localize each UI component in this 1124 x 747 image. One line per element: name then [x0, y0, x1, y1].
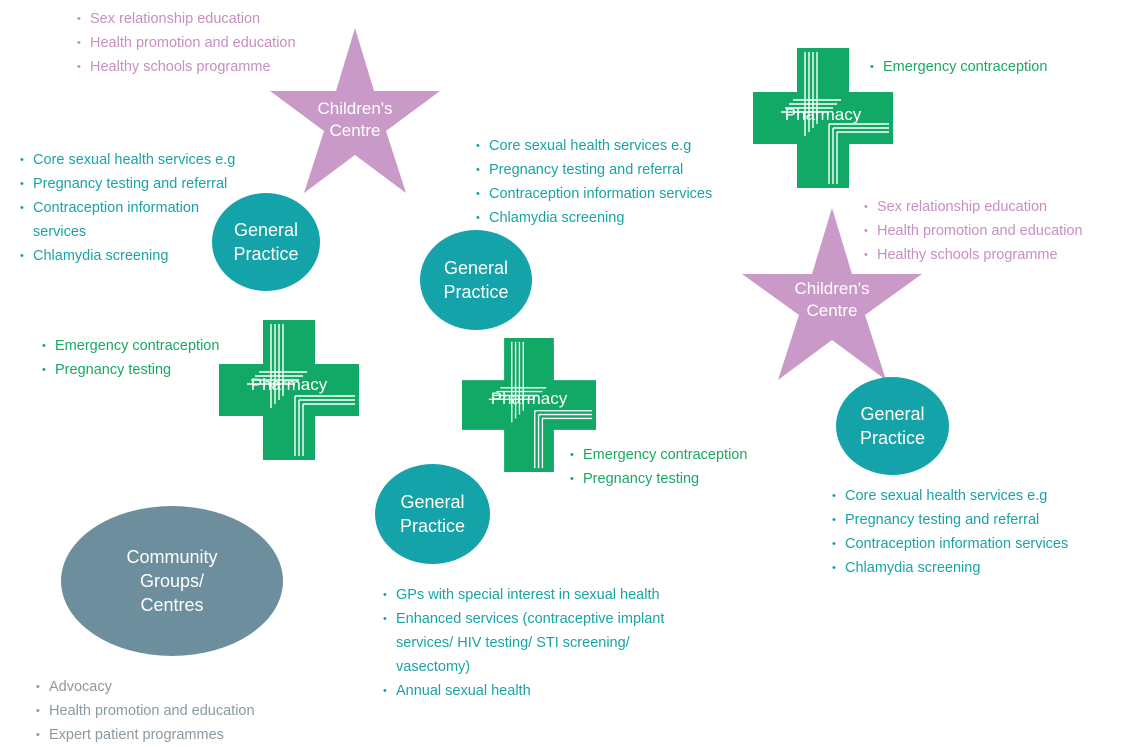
service-item: Pregnancy testing — [570, 467, 747, 491]
gp-3-oval: General Practice — [836, 377, 949, 475]
service-item: Sex relationship education — [864, 195, 1083, 219]
gp-2-services: Core sexual health services e.g Pregnanc… — [476, 134, 712, 230]
star-shape — [270, 28, 440, 193]
childrens-centre-2-services: Sex relationship education Health promot… — [864, 195, 1083, 267]
service-item: Advocacy — [36, 675, 255, 699]
childrens-centre-1-star: Children's Centre — [270, 28, 440, 193]
gp-1-label: General Practice — [233, 220, 299, 264]
service-item: Pregnancy testing — [42, 358, 219, 382]
service-item: GPs with special interest in sexual heal… — [383, 583, 664, 607]
service-item: Emergency contraception — [870, 55, 1047, 79]
gp-2-label: General Practice — [443, 258, 509, 302]
service-item: Health promotion and education — [864, 219, 1083, 243]
service-item: Annual sexual health — [383, 679, 664, 703]
service-item-continuation: vasectomy) — [396, 659, 471, 675]
pharmacy-2-label: Pharmacy — [250, 375, 328, 394]
service-item-continuation: services/ HIV testing/ STI screening/ — [396, 635, 630, 651]
service-item: Pregnancy testing and referral — [20, 172, 235, 196]
pharmacy-1-label: Pharmacy — [784, 105, 862, 124]
community-groups-oval: Community Groups/ Centres — [61, 506, 283, 656]
service-item: Health promotion and education — [77, 31, 296, 55]
childrens-centre-1-services: Sex relationship education Health promot… — [77, 7, 296, 79]
gp-1-oval: General Practice — [212, 193, 320, 291]
pharmacy-cross-icon — [753, 48, 893, 188]
pharmacy-2-cross: Pharmacy — [219, 320, 359, 460]
service-item: Pregnancy testing and referral — [476, 158, 712, 182]
service-item: Core sexual health services e.g — [20, 148, 235, 172]
service-item: Chlamydia screening — [20, 244, 235, 268]
gp-4-oval: General Practice — [375, 464, 490, 564]
pharmacy-3-label: Pharmacy — [490, 389, 568, 408]
service-item: Contraception information — [20, 196, 235, 220]
gp-2-oval: General Practice — [420, 230, 532, 330]
service-item: Chlamydia screening — [832, 556, 1068, 580]
gp-3-services: Core sexual health services e.g Pregnanc… — [832, 484, 1068, 580]
service-item: Pregnancy testing and referral — [832, 508, 1068, 532]
service-item: Enhanced services (contraceptive implant — [383, 607, 664, 631]
pharmacy-1-cross: Pharmacy — [753, 48, 893, 188]
gp-4-label: General Practice — [399, 492, 466, 536]
pharmacy-cross-icon — [219, 320, 359, 460]
childrens-centre-1-label: Children's Centre — [317, 99, 393, 140]
pharmacy-1-services: Emergency contraception — [870, 55, 1047, 79]
service-item: Chlamydia screening — [476, 206, 712, 230]
service-item: Core sexual health services e.g — [832, 484, 1068, 508]
service-item: Expert patient programmes — [36, 723, 255, 747]
childrens-centre-2-label: Children's Centre — [794, 279, 870, 320]
community-services: Advocacy Health promotion and education … — [36, 675, 255, 747]
service-item: Sex relationship education — [77, 7, 296, 31]
gp-3-label: General Practice — [859, 404, 926, 448]
star-shape — [742, 208, 922, 380]
pharmacy-3-cross: Pharmacy — [462, 338, 596, 472]
service-item: Emergency contraception — [42, 334, 219, 358]
pharmacy-2-services: Emergency contraception Pregnancy testin… — [42, 334, 219, 382]
service-item: Core sexual health services e.g — [476, 134, 712, 158]
service-item-continuation: services — [33, 224, 87, 240]
service-item: Emergency contraception — [570, 443, 747, 467]
pharmacy-3-services: Emergency contraception Pregnancy testin… — [570, 443, 747, 491]
childrens-centre-2-star: Children's Centre — [742, 208, 922, 380]
gp-4-services: GPs with special interest in sexual heal… — [383, 583, 664, 703]
community-groups-label: Community Groups/ Centres — [126, 547, 218, 615]
service-item: Healthy schools programme — [864, 243, 1083, 267]
service-item: Healthy schools programme — [77, 55, 296, 79]
service-item: Health promotion and education — [36, 699, 255, 723]
service-item: Contraception information services — [476, 182, 712, 206]
service-item: Contraception information services — [832, 532, 1068, 556]
gp-1-services: Core sexual health services e.g Pregnanc… — [20, 148, 235, 268]
pharmacy-cross-icon — [462, 338, 596, 472]
